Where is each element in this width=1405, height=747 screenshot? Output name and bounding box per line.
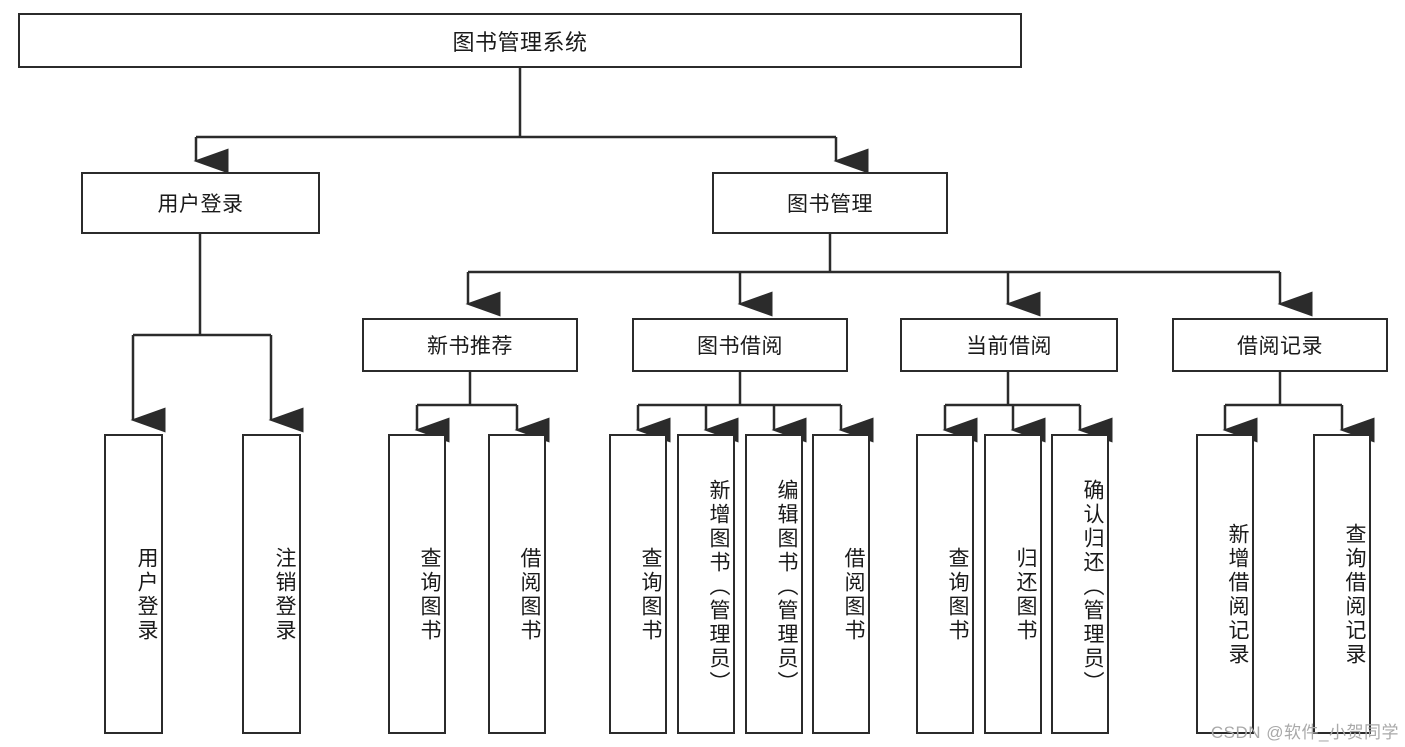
node-borrowing-records[interactable]: 借阅记录 <box>1172 318 1388 372</box>
node-leaf-add-book[interactable]: 新增图书（管理员） <box>677 434 735 734</box>
node-new-book-recommendation[interactable]: 新书推荐 <box>362 318 578 372</box>
node-leaf-borrow-books-1[interactable]: 借阅图书 <box>488 434 546 734</box>
node-leaf-user-logout[interactable]: 注销登录 <box>242 434 301 734</box>
node-leaf-return-book[interactable]: 归还图书 <box>984 434 1042 734</box>
node-leaf-add-record[interactable]: 新增借阅记录 <box>1196 434 1254 734</box>
node-user-login[interactable]: 用户登录 <box>81 172 320 234</box>
node-book-management[interactable]: 图书管理 <box>712 172 948 234</box>
watermark-text: CSDN @软件_小贺同学 <box>1210 723 1399 742</box>
node-leaf-query-books-1[interactable]: 查询图书 <box>388 434 446 734</box>
node-current-borrowing[interactable]: 当前借阅 <box>900 318 1118 372</box>
node-leaf-query-books-3[interactable]: 查询图书 <box>916 434 974 734</box>
node-leaf-confirm-return[interactable]: 确认归还（管理员） <box>1051 434 1109 734</box>
node-leaf-query-record[interactable]: 查询借阅记录 <box>1313 434 1371 734</box>
node-root[interactable]: 图书管理系统 <box>18 13 1022 68</box>
node-leaf-edit-book[interactable]: 编辑图书（管理员） <box>745 434 803 734</box>
node-leaf-borrow-books-2[interactable]: 借阅图书 <box>812 434 870 734</box>
node-leaf-user-login[interactable]: 用户登录 <box>104 434 163 734</box>
node-leaf-query-books-2[interactable]: 查询图书 <box>609 434 667 734</box>
node-book-borrowing[interactable]: 图书借阅 <box>632 318 848 372</box>
